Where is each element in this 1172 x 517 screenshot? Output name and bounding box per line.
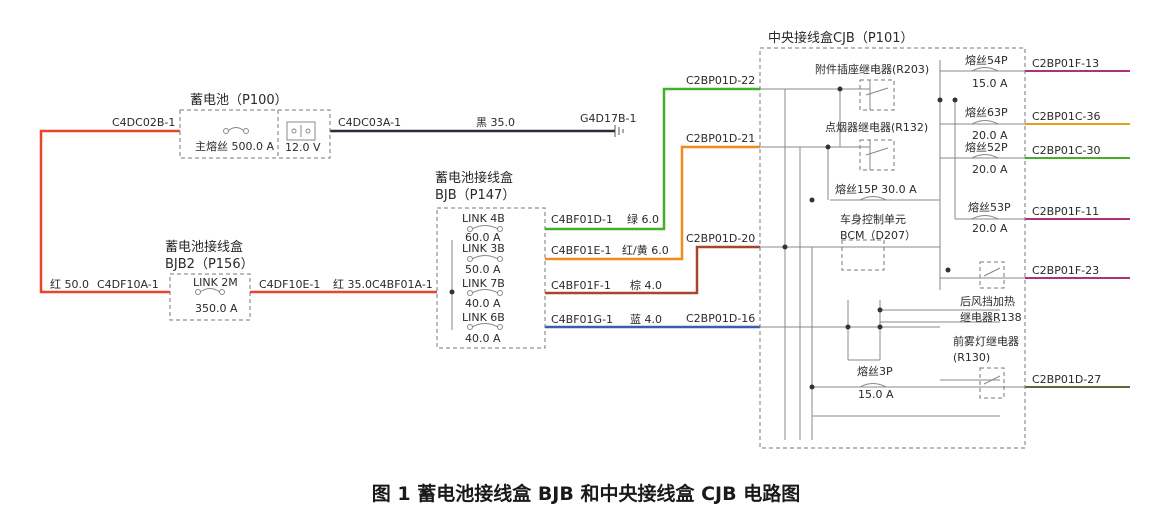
wire-label-c4dc03a: C4DC03A-1 <box>338 116 401 129</box>
bjb2-title1: 蓄电池接线盒 <box>165 239 243 255</box>
bjb-title2: BJB（P147） <box>435 188 515 203</box>
bcm-label-1: 车身控制单元 <box>840 212 906 226</box>
wire-label-green6: 绿 6.0 <box>627 212 659 226</box>
wire-label-c2bp01d16: C2BP01D-16 <box>686 312 755 325</box>
fuse15p-label: 熔丝15P 30.0 A <box>835 182 917 196</box>
wire-label-c2bp01d21: C2BP01D-21 <box>686 132 755 145</box>
wire-label-c2bp01d27: C2BP01D-27 <box>1032 373 1101 386</box>
wire-orange <box>545 145 760 261</box>
bjb-link-2-rating: 40.0 A <box>465 297 501 310</box>
battery-box <box>179 109 331 159</box>
bjb2-link: LINK 2M <box>193 276 238 289</box>
bjb-title1: 蓄电池接线盒 <box>435 170 513 186</box>
relay-r130-label-2: (R130) <box>953 351 990 364</box>
battery-voltage: 12.0 V <box>285 141 321 154</box>
battery-title: 蓄电池（P100） <box>190 93 288 108</box>
wire-label-c2bp01f13: C2BP01F-13 <box>1032 57 1099 70</box>
cjb-relay-symbols <box>859 79 1005 399</box>
bjb-link-0-rating: 60.0 A <box>465 231 501 244</box>
bjb-link-3-rating: 40.0 A <box>465 332 501 345</box>
cjb-junction-dots <box>782 86 958 390</box>
fuse52p-label: 熔丝52P <box>965 140 1008 154</box>
fuse54p-label: 熔丝54P <box>965 53 1008 67</box>
bjb-box <box>436 207 546 349</box>
wire-label-c4bf01d: C4BF01D-1 <box>551 213 613 226</box>
wire-label-c2bp01d22: C2BP01D-22 <box>686 74 755 87</box>
wire-label-c4df10e: C4DF10E-1 <box>259 278 320 291</box>
wire-label-c2bp01f23: C2BP01F-23 <box>1032 264 1099 277</box>
relay-r132-label: 点烟器继电器(R132) <box>825 120 928 134</box>
wire-green <box>545 87 760 231</box>
relay-r130-label-1: 前雾灯继电器 <box>953 334 1019 348</box>
wire-label-c4dc02b: C4DC02B-1 <box>112 116 175 129</box>
wire-label-c2bp01c36: C2BP01C-36 <box>1032 110 1101 123</box>
cjb-title: 中央接线盒CJB（P101） <box>768 30 913 46</box>
cjb-box <box>759 47 1026 449</box>
relay-r138-label-1: 后风挡加热 <box>960 294 1015 308</box>
bcm-label-2: BCM（D207） <box>840 229 916 242</box>
wire-label-c2bp01f11: C2BP01F-11 <box>1032 205 1099 218</box>
bjb-link-1-rating: 50.0 A <box>465 263 501 276</box>
relay-r203-label: 附件插座继电器(R203) <box>815 62 929 76</box>
wire-label-c4bf01g: C4BF01G-1 <box>551 313 613 326</box>
relay-r138-label-2: 继电器R138 <box>960 311 1022 324</box>
wire-label-redyellow6: 红/黄 6.0 <box>622 243 669 257</box>
battery-cell-icon <box>286 121 316 141</box>
fuse3p-label: 熔丝3P <box>857 364 893 378</box>
fuse54p-rating: 15.0 A <box>972 77 1008 90</box>
wire-label-c4bf01e: C4BF01E-1 <box>551 244 611 257</box>
wire-label-c4bf01f: C4BF01F-1 <box>551 279 611 292</box>
bjb-link-0-name: LINK 4B <box>462 212 505 225</box>
wire-brown <box>545 245 760 295</box>
wire-label-c4df10a: C4DF10A-1 <box>97 278 159 291</box>
figure-caption: 图 1 蓄电池接线盒 BJB 和中央接线盒 CJB 电路图 <box>372 482 800 505</box>
fuse52p-rating: 20.0 A <box>972 163 1008 176</box>
bjb-link-1-name: LINK 3B <box>462 242 505 255</box>
wire-label-c4bf01a: C4BF01A-1 <box>372 278 433 291</box>
bjb2-title2: BJB2（P156） <box>165 257 254 272</box>
wire-label-red35: 红 35.0 <box>333 278 372 291</box>
fuse63p-rating: 20.0 A <box>972 129 1008 142</box>
wire-label-brown4: 棕 4.0 <box>630 278 662 292</box>
fuse3p-rating: 15.0 A <box>858 388 894 401</box>
fuse53p-rating: 20.0 A <box>972 222 1008 235</box>
wire-red-battery-feed <box>39 129 180 294</box>
wire-label-black35: 黑 35.0 <box>476 116 515 129</box>
bjb-link-3-name: LINK 6B <box>462 311 505 324</box>
bjb2-link-rating: 350.0 A <box>195 302 238 315</box>
wire-label-blue4: 蓝 4.0 <box>630 313 662 326</box>
cjb-internal-wiring <box>760 60 1025 440</box>
fuse53p-label: 熔丝53P <box>968 200 1011 214</box>
fuse63p-label: 熔丝63P <box>965 105 1008 119</box>
ground-icon <box>614 125 624 137</box>
bcm-box <box>841 239 885 271</box>
wire-label-g4d17b: G4D17B-1 <box>580 112 637 125</box>
main-fuse-label: 主熔丝 500.0 A <box>195 139 274 153</box>
wire-label-c2bp01c30: C2BP01C-30 <box>1032 144 1101 157</box>
wire-label-c2bp01d20: C2BP01D-20 <box>686 232 755 245</box>
wire-label-red50: 红 50.0 <box>50 278 89 291</box>
cjb-fuse-symbols <box>859 67 999 388</box>
bjb-link-symbols <box>467 225 503 330</box>
bjb-link-2-name: LINK 7B <box>462 277 505 290</box>
